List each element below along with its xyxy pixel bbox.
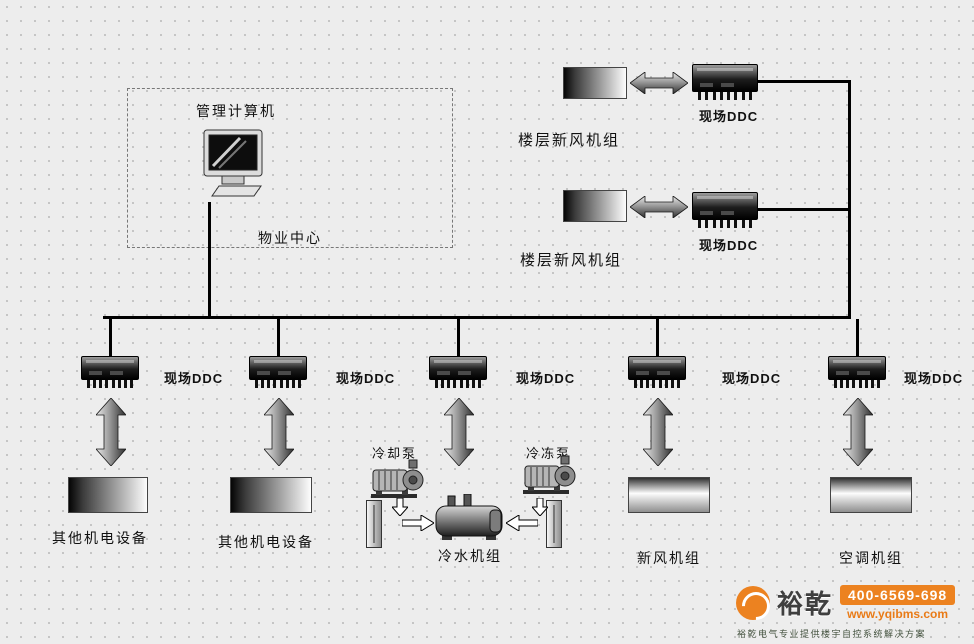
other-equipment-1 <box>68 477 148 513</box>
other-equipment-2 <box>230 477 312 513</box>
field-ddc-label-3: 现场DDC <box>516 371 576 386</box>
field-ddc-device <box>249 356 307 388</box>
field-ddc-device <box>628 356 686 388</box>
floor-unit-1-connector <box>758 80 850 83</box>
water-pipe-gauge <box>546 500 562 548</box>
field-ddc-device <box>692 192 758 228</box>
flow-arrow-right-icon <box>402 515 434 531</box>
phone-number: 400-6569-698 <box>840 584 956 605</box>
floor-fresh-air-unit-1 <box>563 67 627 99</box>
fresh-air-unit <box>628 477 710 513</box>
other-equipment-2-label: 其他机电设备 <box>218 534 314 550</box>
ddc-drop-line <box>277 319 280 357</box>
fresh-air-unit-label: 新风机组 <box>637 550 701 566</box>
bus-line <box>103 316 851 319</box>
computer-drop-line <box>208 202 211 318</box>
cooling-pump-label: 冷却泵 <box>372 446 418 461</box>
chilled-pump-label: 冷冻泵 <box>526 446 572 461</box>
field-ddc-label-2: 现场DDC <box>336 371 396 386</box>
property-center-label: 物业中心 <box>258 230 322 246</box>
double-arrow-h-icon <box>630 72 688 94</box>
field-ddc-device <box>81 356 139 388</box>
floor-unit-2-connector <box>758 208 850 211</box>
water-pipe-gauge <box>366 500 382 548</box>
cooling-pump-icon <box>371 459 424 498</box>
field-ddc-label-1: 现场DDC <box>164 371 224 386</box>
double-arrow-v-icon <box>444 398 474 466</box>
right-riser-line <box>848 80 851 318</box>
management-computer-label: 管理计算机 <box>196 103 276 119</box>
chiller-label: 冷水机组 <box>438 548 502 564</box>
floor-unit-2-label: 楼层新风机组 <box>520 252 623 269</box>
ahu-unit-label: 空调机组 <box>839 550 903 566</box>
field-ddc-device <box>828 356 886 388</box>
ahu-unit <box>830 477 912 513</box>
field-ddc-device <box>692 64 758 100</box>
flow-arrow-down-icon <box>532 498 548 516</box>
double-arrow-v-icon <box>843 398 873 466</box>
double-arrow-v-icon <box>643 398 673 466</box>
field-ddc-device <box>429 356 487 388</box>
double-arrow-v-icon <box>264 398 294 466</box>
floor-unit-2-ddc-label: 现场DDC <box>699 238 759 253</box>
floor-unit-1-ddc-label: 现场DDC <box>699 109 759 124</box>
flow-arrow-down-icon <box>392 498 408 516</box>
double-arrow-v-icon <box>96 398 126 466</box>
ddc-drop-line <box>457 319 460 357</box>
floor-unit-1-label: 楼层新风机组 <box>518 132 621 149</box>
ddc-drop-line <box>656 319 659 357</box>
chilled-pump-icon <box>523 455 576 494</box>
property-center-zone <box>127 88 453 248</box>
other-equipment-1-label: 其他机电设备 <box>52 530 148 546</box>
brand-name: 裕乾 <box>777 589 834 619</box>
chiller-icon <box>435 494 503 540</box>
brand-logo-icon <box>736 585 770 620</box>
ddc-drop-line <box>109 319 112 357</box>
flow-arrow-left-icon <box>506 515 538 531</box>
ddc-drop-line <box>856 319 859 357</box>
website-url: www.yqibms.com <box>847 606 949 621</box>
double-arrow-h-icon <box>630 196 688 218</box>
floor-fresh-air-unit-2 <box>563 190 627 222</box>
management-computer-icon <box>203 129 263 197</box>
watermark-tagline: 裕乾电气专业提供楼宇自控系统解决方案 <box>737 629 927 639</box>
field-ddc-label-4: 现场DDC <box>722 371 782 386</box>
field-ddc-label-5: 现场DDC <box>904 371 964 386</box>
watermark: 裕乾 400-6569-698 www.yqibms.com <box>736 584 956 621</box>
